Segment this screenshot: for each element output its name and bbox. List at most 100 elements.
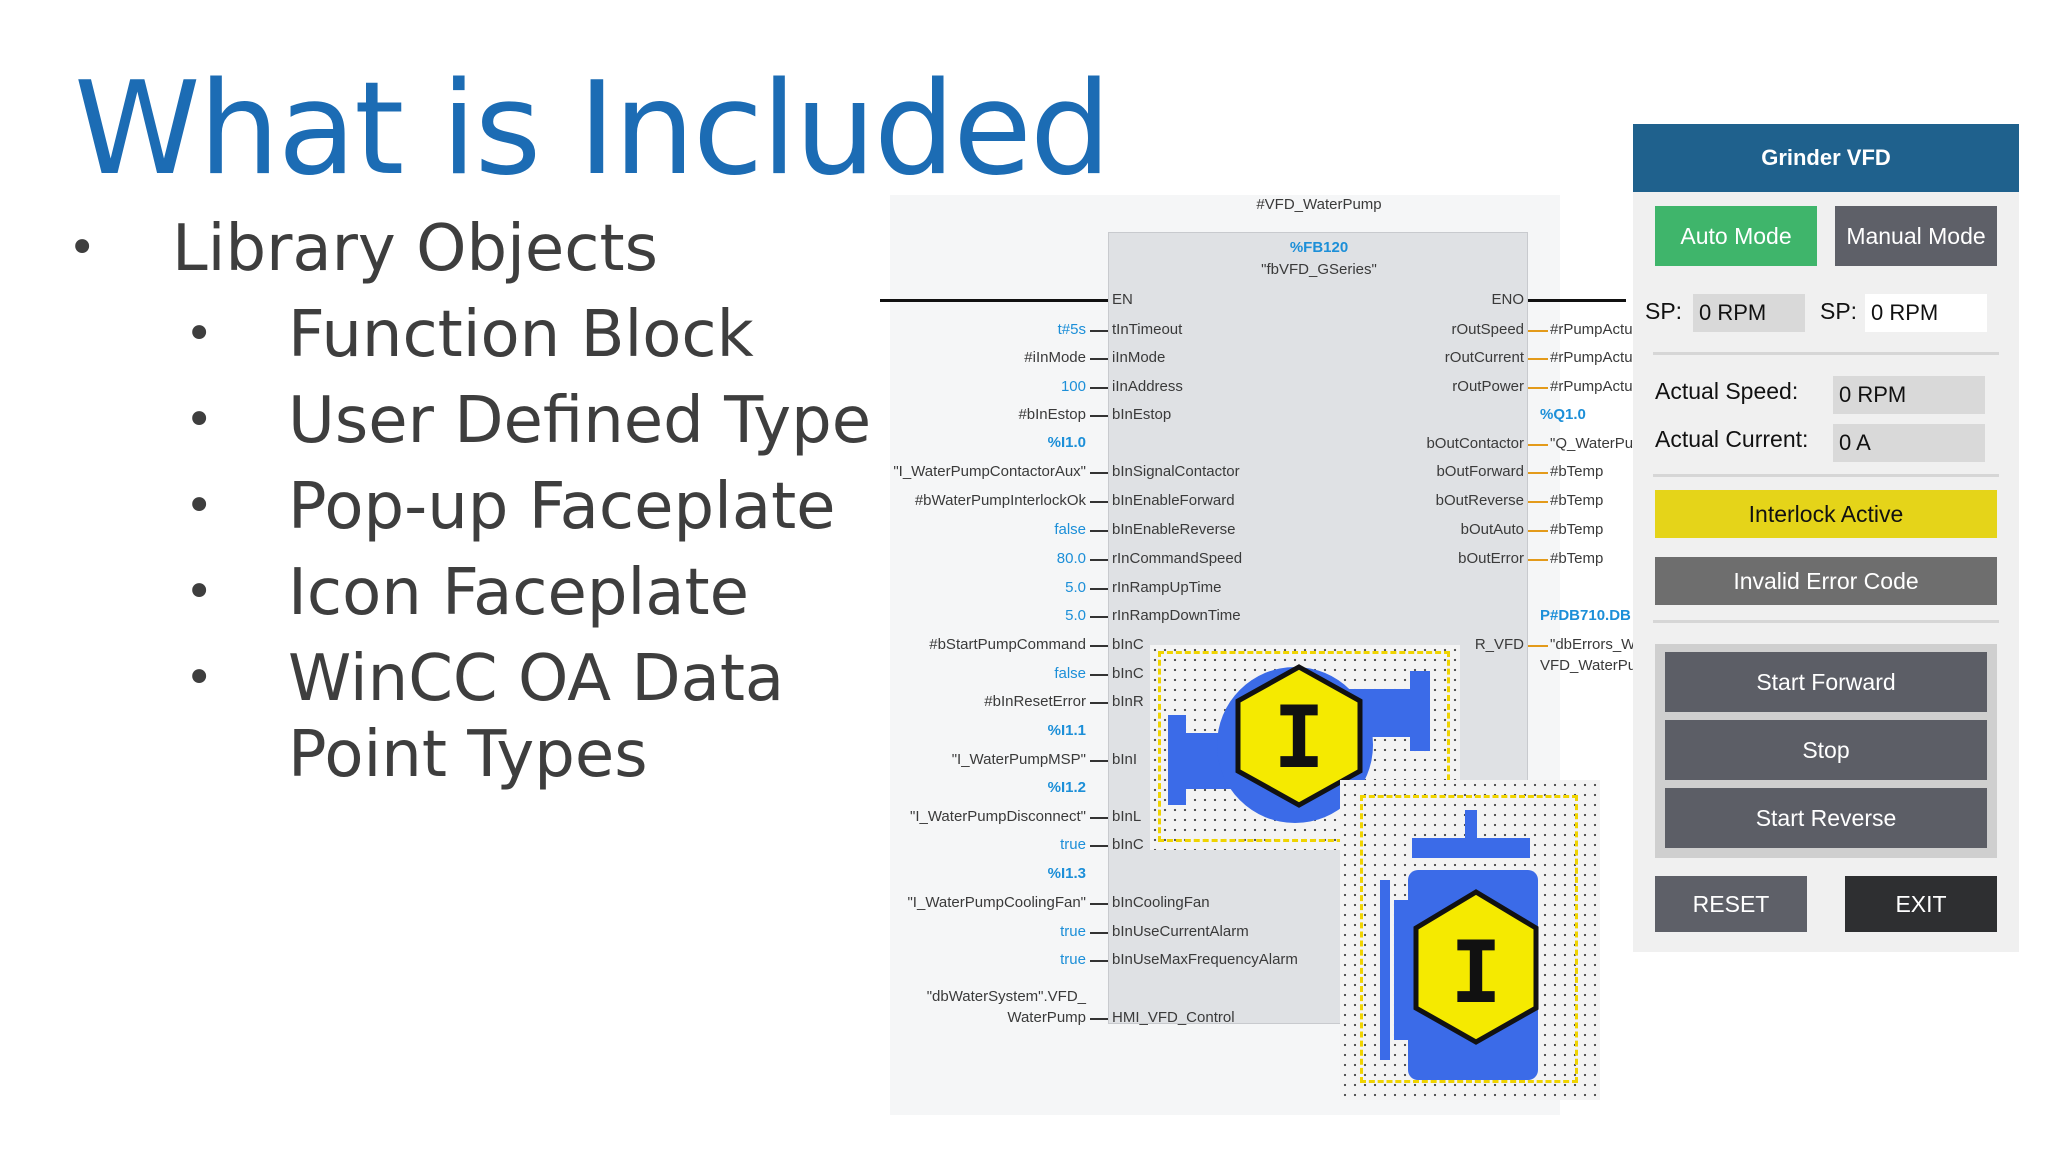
fb-input-pin: EN <box>1112 291 1133 308</box>
fb-input-address: %I1.2 <box>1047 779 1086 796</box>
fb-input-value-line1: "dbWaterSystem".VFD_ <box>926 988 1086 1005</box>
fb-input-value: false <box>1054 521 1086 538</box>
icon-faceplate-pump-selection <box>1158 651 1450 842</box>
fb-input-wire <box>1090 415 1108 417</box>
fb-instance-name: #VFD_WaterPump <box>1256 196 1382 213</box>
start-reverse-button[interactable]: Start Reverse <box>1665 788 1987 848</box>
en-wire <box>880 299 1110 302</box>
fb-input-pin: bInC <box>1112 836 1144 853</box>
exit-button[interactable]: EXIT <box>1845 876 1997 932</box>
fb-input-address: %I1.1 <box>1047 722 1086 739</box>
fb-output-pin: bOutError <box>1458 550 1524 567</box>
reset-button[interactable]: RESET <box>1655 876 1807 932</box>
bullet-popup-faceplate: Pop-up Faceplate <box>288 470 836 544</box>
fb-input-pin: iInAddress <box>1112 378 1183 395</box>
fb-input-pin: bInEstop <box>1112 406 1172 423</box>
bullet-dot: • <box>68 220 97 276</box>
pump-icon: I <box>1168 664 1430 823</box>
fb-input-value: "I_WaterPumpContactorAux" <box>893 463 1086 480</box>
fb-input-wire <box>1090 760 1108 762</box>
icon-faceplate-motor-selection <box>1360 795 1578 1083</box>
fb-output-pin: ENO <box>1491 291 1524 308</box>
fb-output-address: %Q1.0 <box>1540 406 1586 423</box>
fb-input-pin: bInI <box>1112 751 1138 768</box>
fb-input-wire <box>1090 903 1108 905</box>
fb-input-value: #bInEstop <box>1018 406 1086 423</box>
fb-input-value: 100 <box>1060 378 1086 395</box>
fb-output-address: P#DB710.DB <box>1540 607 1631 624</box>
fb-input-pin: rInRampDownTime <box>1112 607 1241 624</box>
fb-input-wire <box>1090 645 1108 647</box>
fb-input-wire <box>1090 817 1108 819</box>
auto-mode-button[interactable]: Auto Mode <box>1655 206 1817 266</box>
sp-label-manual: SP: <box>1820 298 1858 324</box>
fb-input-pin: bInR <box>1112 693 1144 710</box>
actual-speed-label: Actual Speed: <box>1655 378 1799 404</box>
manual-mode-button[interactable]: Manual Mode <box>1835 206 1997 266</box>
fb-output-value: #bTemp <box>1550 550 1604 567</box>
fb-output-wire <box>1528 645 1548 647</box>
fb-input-wire <box>1090 1018 1108 1020</box>
fb-output-value: #rPumpActu <box>1550 378 1633 395</box>
icon-faceplate-motor[interactable]: I <box>1340 780 1600 1100</box>
fb-input-wire <box>1090 530 1108 532</box>
fb-input-value: true <box>1060 836 1086 853</box>
bullet-function-block: Function Block <box>288 298 754 372</box>
fb-input-value: t#5s <box>1057 321 1086 338</box>
stop-button[interactable]: Stop <box>1665 720 1987 780</box>
fb-input-pin: bInL <box>1112 808 1142 825</box>
start-forward-button[interactable]: Start Forward <box>1665 652 1987 712</box>
separator <box>1653 620 1999 623</box>
icon-faceplate-pump[interactable]: I <box>1150 645 1460 850</box>
fb-input-value: #bInResetError <box>984 693 1086 710</box>
fb-output-wire <box>1528 472 1548 474</box>
fb-input-wire <box>1090 330 1108 332</box>
eno-wire <box>1526 299 1626 302</box>
bullet-dot: • <box>185 564 214 620</box>
fb-input-wire <box>1090 845 1108 847</box>
bullet-library-objects: Library Objects <box>172 212 658 286</box>
fb-input-wire <box>1090 358 1108 360</box>
fb-input-wire <box>1090 960 1108 962</box>
fb-output-wire <box>1528 501 1548 503</box>
fb-input-value: 5.0 <box>1065 607 1086 624</box>
fb-output-value: #rPumpActu <box>1550 349 1633 366</box>
actual-current-value: 0 A <box>1833 424 1985 462</box>
fb-input-pin: bInC <box>1112 665 1144 682</box>
fb-output-value: #bTemp <box>1550 492 1604 509</box>
fb-output-wire <box>1528 530 1548 532</box>
fb-input-wire <box>1090 472 1108 474</box>
fb-output-value: "Q_WaterPun <box>1550 435 1642 452</box>
interlock-status: Interlock Active <box>1655 490 1997 538</box>
fb-output-value-line2: VFD_WaterPu <box>1540 657 1637 674</box>
fb-input-value: "I_WaterPumpCoolingFan" <box>907 894 1086 911</box>
fb-input-wire <box>1090 501 1108 503</box>
fb-output-value: #bTemp <box>1550 521 1604 538</box>
fb-input-value: false <box>1054 665 1086 682</box>
fb-input-wire <box>1090 588 1108 590</box>
fb-output-wire <box>1528 358 1548 360</box>
fb-input-pin: bInSignalContactor <box>1112 463 1240 480</box>
fb-input-wire <box>1090 616 1108 618</box>
fb-input-pin: bInUseCurrentAlarm <box>1112 923 1249 940</box>
fb-output-pin: rOutCurrent <box>1444 349 1524 366</box>
fb-input-pin: tInTimeout <box>1112 321 1183 338</box>
bullet-dot: • <box>185 306 214 362</box>
fb-input-pin: bInCoolingFan <box>1112 894 1210 911</box>
fb-output-value: #rPumpActu <box>1550 321 1633 338</box>
sp-input-manual[interactable]: 0 RPM <box>1865 294 1987 332</box>
fb-input-pin: iInMode <box>1112 349 1166 366</box>
bullet-user-defined-type: User Defined Type <box>288 384 872 458</box>
sp-label-auto: SP: <box>1645 298 1683 324</box>
fb-output-pin: bOutAuto <box>1460 521 1524 538</box>
fb-output-pin: bOutForward <box>1436 463 1524 480</box>
bullet-dot: • <box>185 392 214 448</box>
fb-input-wire <box>1090 387 1108 389</box>
fb-number: %FB120 <box>1289 239 1349 256</box>
fb-input-value: 5.0 <box>1065 579 1086 596</box>
motor-icon: I <box>1380 810 1539 1080</box>
separator <box>1653 352 1999 355</box>
bullet-dot: • <box>185 650 214 706</box>
fb-input-value: 80.0 <box>1056 550 1086 567</box>
slide-title: What is Included <box>74 55 1111 204</box>
